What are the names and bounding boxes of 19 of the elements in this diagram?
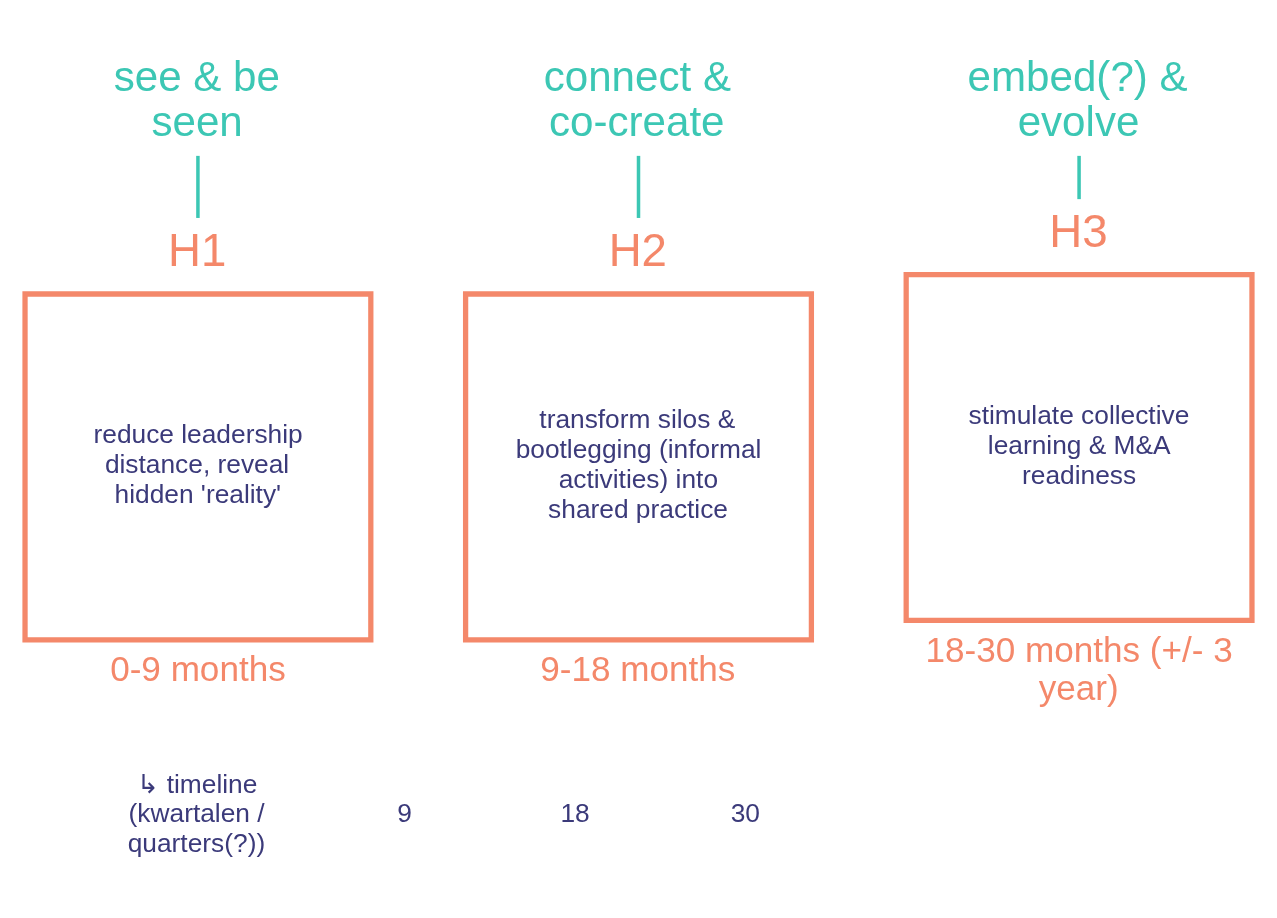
label: ↳ timeline (kwartalen / quarters(?)) — [127, 768, 266, 859]
label: 9 — [397, 798, 412, 829]
node-box: reduce leadership distance, reveal hidden 'reality' — [22, 291, 374, 643]
node-text: embed(?) & evolve — [967, 52, 1188, 146]
node-label: 9-18 months — [540, 649, 736, 689]
connector — [636, 155, 641, 218]
node-label: 0-9 months — [110, 649, 286, 689]
node-label: H1 — [168, 225, 227, 277]
connector — [1077, 155, 1081, 200]
label: 18 — [560, 798, 590, 829]
node-text: connect & co-create — [543, 52, 731, 146]
node-text: see & be seen — [113, 52, 280, 146]
node-label: H3 — [1049, 206, 1108, 258]
node-label: H2 — [608, 225, 667, 277]
node-box: transform silos & bootlegging (informal activities) into shared practice — [462, 291, 815, 643]
node-box: stimulate collective learning & M&A readiness — [903, 272, 1255, 624]
connector — [196, 155, 200, 218]
label: 30 — [730, 798, 760, 829]
node-label: 18-30 months (+/- 3 year) — [925, 629, 1233, 708]
